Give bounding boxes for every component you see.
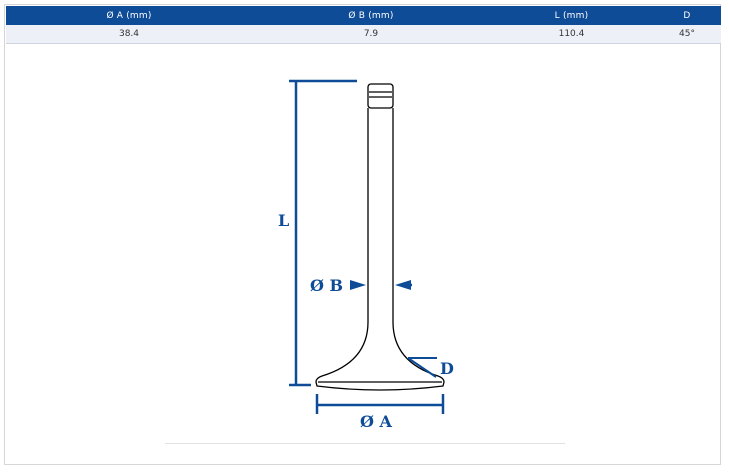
value-diameter-b: 7.9 bbox=[252, 25, 490, 44]
valve-stem bbox=[315, 108, 445, 391]
dimension-lines bbox=[289, 79, 445, 414]
specs-header-row: Ø A (mm) Ø B (mm) L (mm) D bbox=[6, 6, 721, 25]
label-l: L bbox=[278, 211, 289, 230]
label-diameter-a: Ø A bbox=[360, 412, 393, 431]
dim-b-arrow-left bbox=[350, 280, 366, 290]
header-length: L (mm) bbox=[490, 6, 653, 25]
header-diameter-a: Ø A (mm) bbox=[6, 6, 252, 25]
label-diameter-b: Ø B bbox=[310, 276, 343, 295]
value-diameter-a: 38.4 bbox=[6, 25, 252, 44]
header-diameter-b: Ø B (mm) bbox=[252, 6, 490, 25]
dim-d-angled bbox=[407, 357, 437, 378]
specs-table: Ø A (mm) Ø B (mm) L (mm) D 38.4 7.9 110.… bbox=[6, 6, 721, 44]
valve-outline bbox=[315, 83, 445, 391]
content-frame bbox=[4, 4, 721, 465]
label-d: D bbox=[440, 359, 454, 378]
bottom-divider bbox=[165, 443, 565, 444]
value-angle-d: 45° bbox=[653, 25, 721, 44]
specs-value-row: 38.4 7.9 110.4 45° bbox=[6, 25, 721, 44]
header-angle-d: D bbox=[653, 6, 721, 25]
value-length: 110.4 bbox=[490, 25, 653, 44]
valve-tip bbox=[367, 83, 394, 109]
